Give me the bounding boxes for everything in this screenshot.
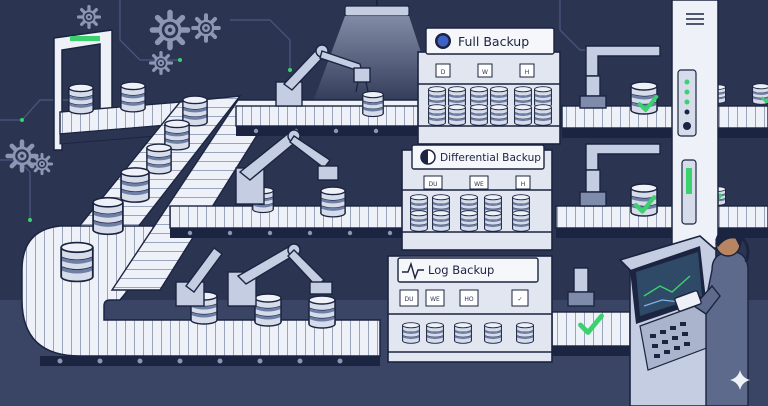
log-backup-title: Log Backup [428, 263, 494, 277]
label-full-backup: Full Backup [426, 28, 554, 54]
conveyor-top [236, 106, 420, 136]
conveyor-middle [170, 206, 406, 238]
differential-backup-title: Differential Backup [440, 152, 541, 164]
tag-full-0: D [441, 69, 446, 76]
tag-diff-0: DU [428, 181, 437, 188]
label-differential-backup: Differential Backup [412, 145, 544, 169]
control-pillar [672, 0, 718, 248]
tag-log-2: HO [464, 296, 474, 303]
tag-log-1: WE [430, 296, 440, 303]
label-log-backup: Log Backup [398, 258, 538, 282]
tag-diff-2: H [521, 181, 526, 188]
tag-full-1: W [482, 69, 488, 76]
full-backup-title: Full Backup [458, 34, 529, 49]
tag-log-0: DU [404, 296, 413, 303]
control-console [620, 236, 716, 406]
tag-diff-1: WE [474, 181, 484, 188]
tag-log-3: ✓ [517, 296, 522, 303]
tag-full-2: H [525, 69, 530, 76]
conveyor-right-top [562, 106, 768, 138]
